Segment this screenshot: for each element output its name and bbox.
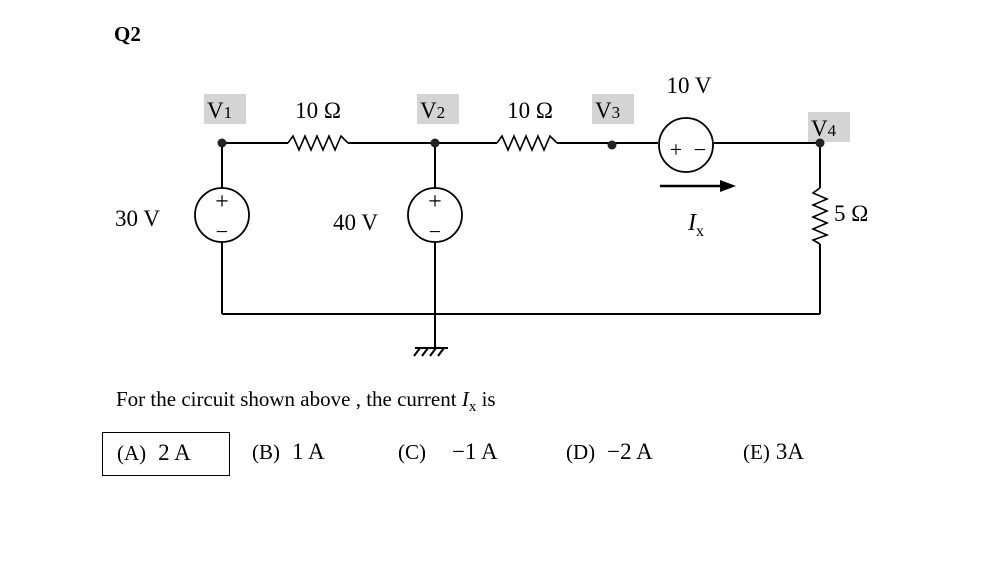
node-v1-bg: [204, 94, 246, 124]
option-e-value: 3A: [775, 439, 804, 464]
voltage-source-30v: [194, 187, 250, 243]
current-ix-label: Ix: [687, 210, 704, 240]
option-d[interactable]: (D) −2 A: [566, 432, 653, 476]
source-40v-minus: −: [429, 219, 441, 244]
option-a-letter: (A): [117, 441, 147, 465]
option-c-value: −1 A: [452, 439, 498, 464]
option-b-letter: (B): [252, 440, 280, 464]
option-d-letter: (D): [566, 440, 596, 464]
source-10v-plus: +: [670, 137, 682, 162]
option-e-letter: (E): [743, 440, 770, 464]
voltage-source-10v: [658, 117, 714, 173]
node-v2-label: V2: [420, 98, 445, 123]
source-10v-minus: −: [694, 137, 706, 162]
resistor-v4: [810, 187, 830, 245]
option-a[interactable]: (A) 2 A: [102, 432, 230, 476]
resistor-v2-v3-label: 10 Ω: [507, 98, 553, 123]
source-40v-plus: +: [428, 189, 442, 215]
resistor-v1-v2: [287, 133, 349, 153]
option-c[interactable]: (C) −1 A: [398, 432, 498, 476]
question-number: Q2: [114, 22, 141, 46]
current-arrow-head: [720, 180, 736, 192]
node-v3-bg: [592, 94, 634, 124]
resistor-v4-label: 5 Ω: [834, 201, 868, 226]
node-v4-bg: [808, 112, 850, 142]
source-10v-label: 10 V: [667, 73, 712, 98]
question-text: For the circuit shown above , the curren…: [116, 387, 496, 416]
circuit-diagram: V1 V2 V3 V4 + − + − + −: [115, 73, 868, 357]
option-d-value: −2 A: [607, 439, 653, 464]
source-30v-label: 30 V: [115, 206, 160, 231]
wires: [221, 142, 821, 348]
node-v4-dot: [815, 138, 825, 148]
option-c-letter: (C): [398, 440, 426, 464]
source-30v-minus: −: [216, 219, 228, 244]
option-b-value: 1 A: [292, 439, 325, 464]
option-e[interactable]: (E)3A: [743, 432, 804, 476]
node-v4-label: V4: [811, 116, 837, 141]
option-b[interactable]: (B) 1 A: [252, 432, 325, 476]
node-v2-dot: [430, 138, 440, 148]
resistor-v2-v3: [496, 133, 558, 153]
resistor-v1-v2-label: 10 Ω: [295, 98, 341, 123]
node-v2-bg: [417, 94, 459, 124]
node-v1-dot: [217, 138, 227, 148]
node-v1-label: V1: [207, 98, 232, 123]
source-30v-plus: +: [215, 189, 229, 215]
voltage-source-40v: [407, 187, 463, 243]
source-40v-label: 40 V: [333, 210, 378, 235]
node-v3-dot: [607, 140, 617, 150]
node-v3-label: V3: [595, 98, 620, 123]
option-a-value: 2 A: [158, 440, 191, 465]
ground-icon: [413, 347, 448, 357]
